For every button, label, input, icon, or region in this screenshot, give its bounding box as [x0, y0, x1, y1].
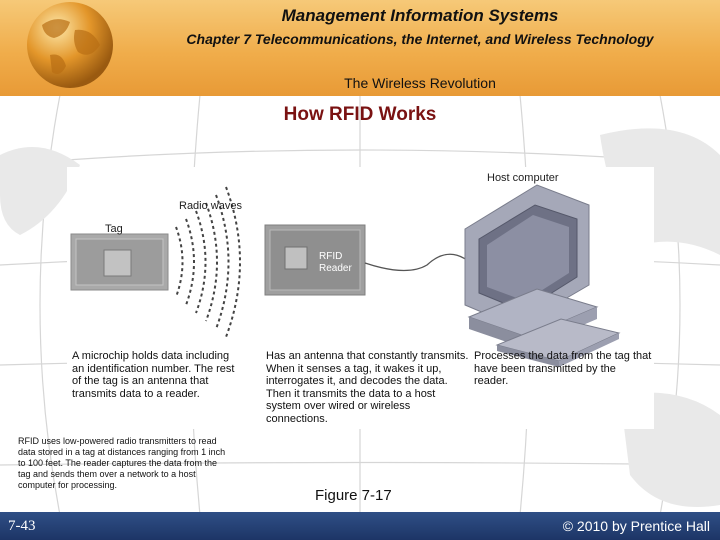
- header-band: Management Information Systems Chapter 7…: [0, 0, 720, 96]
- slide-number: 7-43: [8, 518, 36, 534]
- rfid-diagram: [70, 184, 621, 367]
- copyright-text: © 2010 by Prentice Hall: [562, 518, 710, 534]
- section-title: The Wireless Revolution: [344, 75, 496, 91]
- rfid-reader-icon: [264, 224, 366, 296]
- host-computer-icon: [464, 184, 621, 367]
- host-computer-label: Host computer: [487, 172, 559, 184]
- tag-label: Tag: [105, 223, 123, 235]
- reader-label-line1: RFID: [319, 251, 343, 262]
- figure-caption: RFID uses low-powered radio transmitters…: [18, 436, 226, 490]
- globe-icon: [27, 2, 113, 88]
- course-title: Management Information Systems: [281, 6, 559, 25]
- host-description: Processes the data from the tag that hav…: [474, 350, 652, 387]
- tag-description: A microchip holds data including an iden…: [72, 350, 235, 400]
- footer-bar: 7-43 © 2010 by Prentice Hall: [0, 512, 720, 540]
- slide-title: How RFID Works: [283, 104, 437, 125]
- radio-waves-label: Radio waves: [179, 200, 242, 212]
- rfid-figure: Host computer Radio waves Tag RFID Reade…: [67, 167, 654, 429]
- reader-label-line2: Reader: [319, 263, 352, 274]
- rfid-tag-icon: [70, 233, 169, 291]
- radio-waves-icon: [175, 186, 241, 338]
- chapter-title: Chapter 7 Telecommunications, the Intern…: [186, 31, 654, 47]
- figure-number: Figure 7-17: [315, 487, 392, 504]
- reader-description: Has an antenna that constantly transmits…: [266, 350, 469, 425]
